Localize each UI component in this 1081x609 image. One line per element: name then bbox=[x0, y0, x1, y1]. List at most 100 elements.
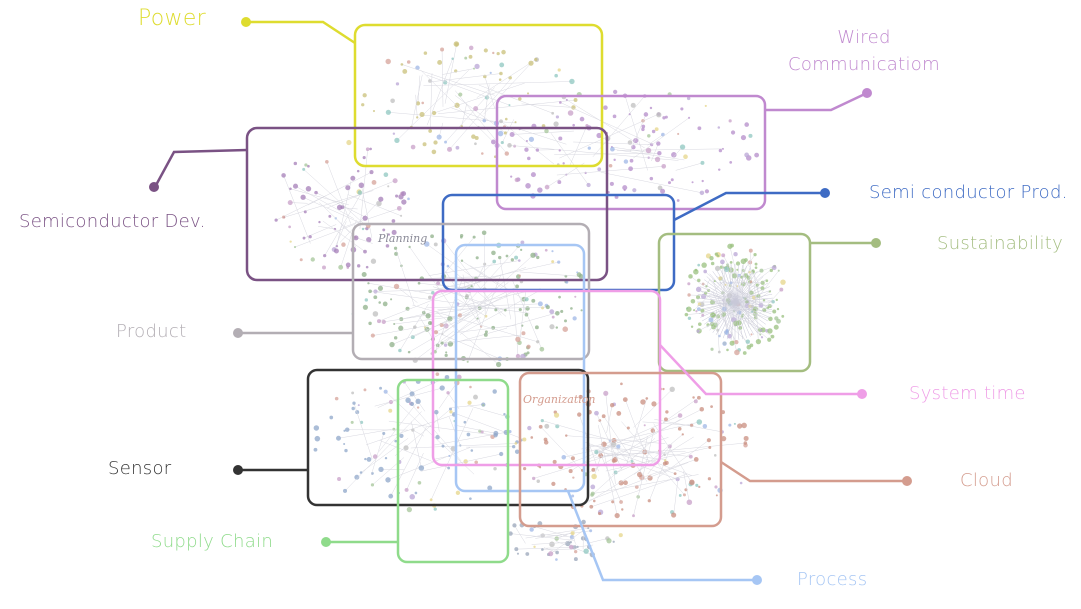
graph-node bbox=[503, 308, 507, 312]
graph-node bbox=[541, 306, 545, 310]
graph-node bbox=[455, 145, 460, 150]
graph-node bbox=[483, 48, 488, 53]
graph-node bbox=[693, 399, 698, 404]
graph-node bbox=[322, 265, 326, 270]
graph-node bbox=[471, 134, 476, 139]
graph-node bbox=[697, 322, 702, 326]
graph-edge bbox=[359, 149, 368, 229]
graph-node bbox=[450, 446, 457, 452]
graph-node bbox=[572, 123, 575, 127]
graph-edge bbox=[421, 276, 487, 279]
graph-node bbox=[293, 245, 297, 249]
graph-node bbox=[656, 112, 662, 118]
graph-node bbox=[669, 386, 675, 393]
graph-node bbox=[571, 105, 576, 110]
graph-node bbox=[504, 117, 508, 121]
graph-node bbox=[622, 185, 628, 191]
graph-node bbox=[734, 339, 739, 345]
graph-node bbox=[684, 312, 689, 317]
graph-node bbox=[636, 471, 643, 478]
graph-node bbox=[361, 227, 365, 231]
category-boxes bbox=[245, 23, 812, 564]
graph-edge bbox=[519, 271, 582, 277]
graph-node bbox=[369, 147, 372, 151]
graph-node bbox=[665, 410, 669, 414]
graph-node bbox=[415, 398, 421, 405]
graph-node bbox=[345, 262, 351, 268]
graph-edge bbox=[673, 479, 679, 516]
graph-node bbox=[758, 302, 764, 308]
graph-node bbox=[427, 295, 432, 300]
graph-node bbox=[447, 341, 454, 347]
graph-edge bbox=[563, 438, 645, 458]
graph-edge bbox=[734, 271, 758, 303]
graph-node bbox=[734, 349, 740, 356]
graph-node bbox=[455, 490, 461, 495]
graph-edge bbox=[734, 301, 766, 325]
graph-edge bbox=[499, 257, 512, 320]
graph-node bbox=[642, 449, 648, 455]
graph-node bbox=[469, 385, 472, 389]
graph-edge bbox=[581, 421, 700, 450]
graph-edge bbox=[566, 99, 645, 149]
graph-edge bbox=[734, 264, 744, 303]
graph-node bbox=[656, 141, 661, 146]
graph-edge bbox=[734, 265, 747, 303]
graph-edge bbox=[704, 301, 736, 325]
graph-node bbox=[739, 481, 743, 485]
graph-node bbox=[406, 60, 411, 64]
graph-edge bbox=[675, 162, 703, 171]
graph-edge bbox=[734, 290, 772, 303]
graph-edge bbox=[478, 84, 553, 114]
graph-node bbox=[526, 344, 531, 349]
graph-node bbox=[748, 133, 753, 138]
graph-node bbox=[366, 237, 372, 243]
graph-edge bbox=[605, 447, 710, 472]
graph-node bbox=[515, 336, 521, 343]
graph-edge bbox=[438, 382, 458, 409]
graph-node bbox=[649, 106, 653, 110]
graph-node bbox=[537, 301, 543, 307]
graph-node bbox=[377, 285, 384, 291]
graph-edge bbox=[722, 261, 725, 307]
graph-node bbox=[622, 397, 628, 402]
graph-node bbox=[351, 406, 355, 411]
graph-node bbox=[697, 395, 701, 400]
graph-node bbox=[755, 283, 759, 287]
graph-node bbox=[459, 444, 462, 447]
graph-node bbox=[492, 389, 497, 394]
graph-node bbox=[720, 259, 725, 265]
graph-node bbox=[581, 519, 586, 525]
graph-edge bbox=[390, 426, 427, 497]
graph-edge bbox=[342, 208, 400, 228]
graph-edge bbox=[697, 301, 736, 311]
graph-node bbox=[525, 183, 531, 189]
power-label: Power bbox=[138, 6, 207, 31]
graph-node bbox=[433, 330, 439, 335]
graph-node bbox=[372, 109, 376, 113]
graph-node bbox=[645, 397, 649, 400]
graph-node bbox=[416, 116, 419, 119]
graph-edge bbox=[436, 311, 499, 365]
graph-edge bbox=[743, 274, 752, 293]
graph-node bbox=[733, 252, 738, 257]
graph-node bbox=[390, 298, 393, 301]
graph-node bbox=[521, 331, 526, 336]
graph-node bbox=[361, 272, 367, 278]
graph-node bbox=[603, 105, 608, 110]
graph-edge bbox=[697, 297, 736, 303]
graph-node bbox=[377, 319, 382, 324]
graph-edge bbox=[344, 411, 422, 492]
graph-node bbox=[398, 348, 402, 353]
graph-node bbox=[400, 214, 403, 217]
graph-node bbox=[435, 434, 440, 440]
graph-node bbox=[729, 161, 733, 164]
graph-node bbox=[403, 445, 409, 451]
graph-node bbox=[404, 487, 409, 492]
graph-node bbox=[433, 140, 438, 145]
graph-node bbox=[623, 480, 628, 486]
graph-node bbox=[458, 92, 463, 97]
graph-node bbox=[743, 435, 749, 441]
graph-node bbox=[281, 173, 286, 178]
graph-node bbox=[508, 75, 512, 80]
